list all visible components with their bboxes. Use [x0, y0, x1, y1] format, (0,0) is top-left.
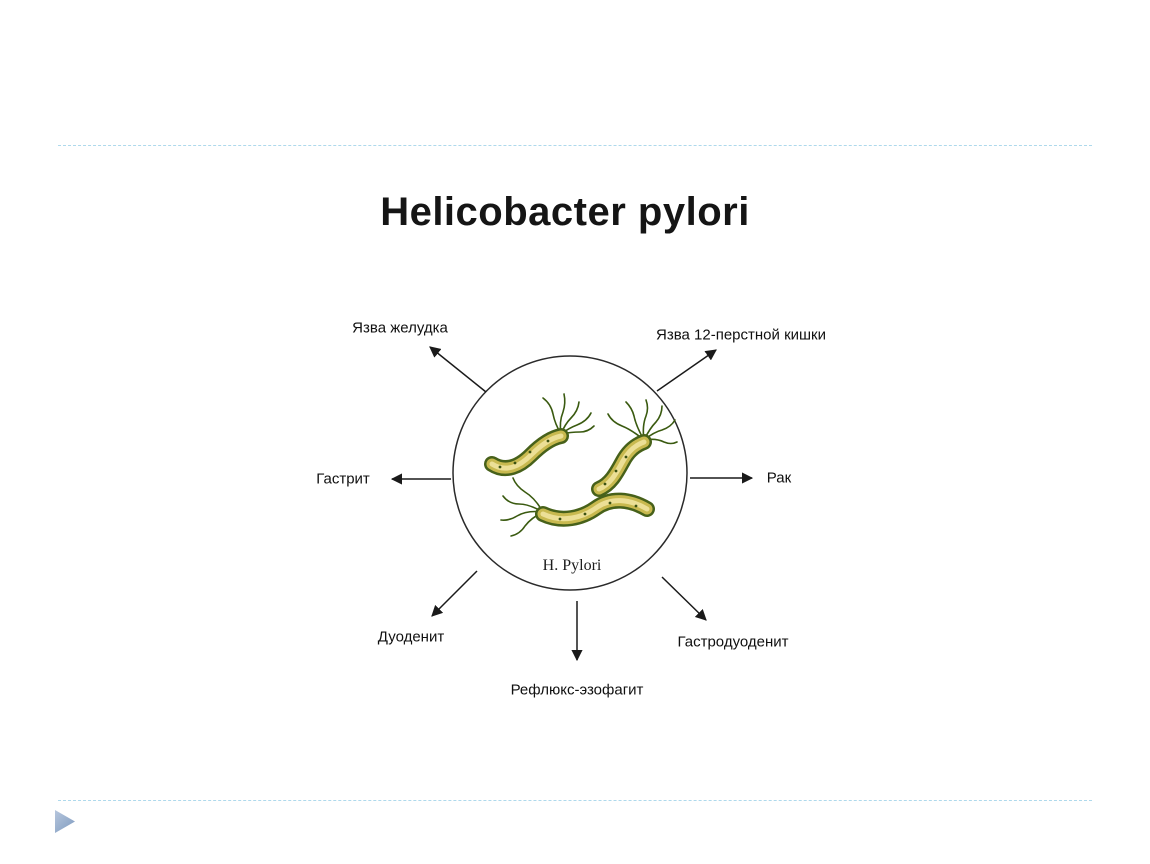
- arrow-bottom-right: [661, 576, 707, 621]
- label-stomach-ulcer: Язва желудка: [352, 319, 448, 337]
- arrow-bottom-left: [431, 570, 478, 617]
- top-dashed-divider: [58, 145, 1092, 146]
- label-duodenitis: Дуоденит: [377, 628, 445, 646]
- label-cancer: Рак: [766, 469, 792, 487]
- label-reflux-esophagitis: Рефлюкс-эзофагит: [510, 681, 644, 699]
- bacteria-speckles: [498, 439, 638, 521]
- label-gastritis: Гастрит: [316, 470, 370, 488]
- center-circle: [452, 355, 688, 591]
- arrow-top-right: [656, 349, 717, 392]
- arrow-top-left: [429, 346, 487, 393]
- label-duodenal-ulcer: Язва 12-перстной кишки: [656, 326, 826, 344]
- bottom-dashed-divider: [58, 800, 1092, 801]
- spoke-arrows: [390, 346, 754, 662]
- h-pylori-bacteria-illustration: [484, 393, 678, 537]
- slide-title: Helicobacter pylori: [380, 190, 750, 234]
- label-gastroduodenitis: Гастродуоденит: [677, 633, 789, 651]
- center-circle-caption: H. Pylori: [542, 557, 602, 574]
